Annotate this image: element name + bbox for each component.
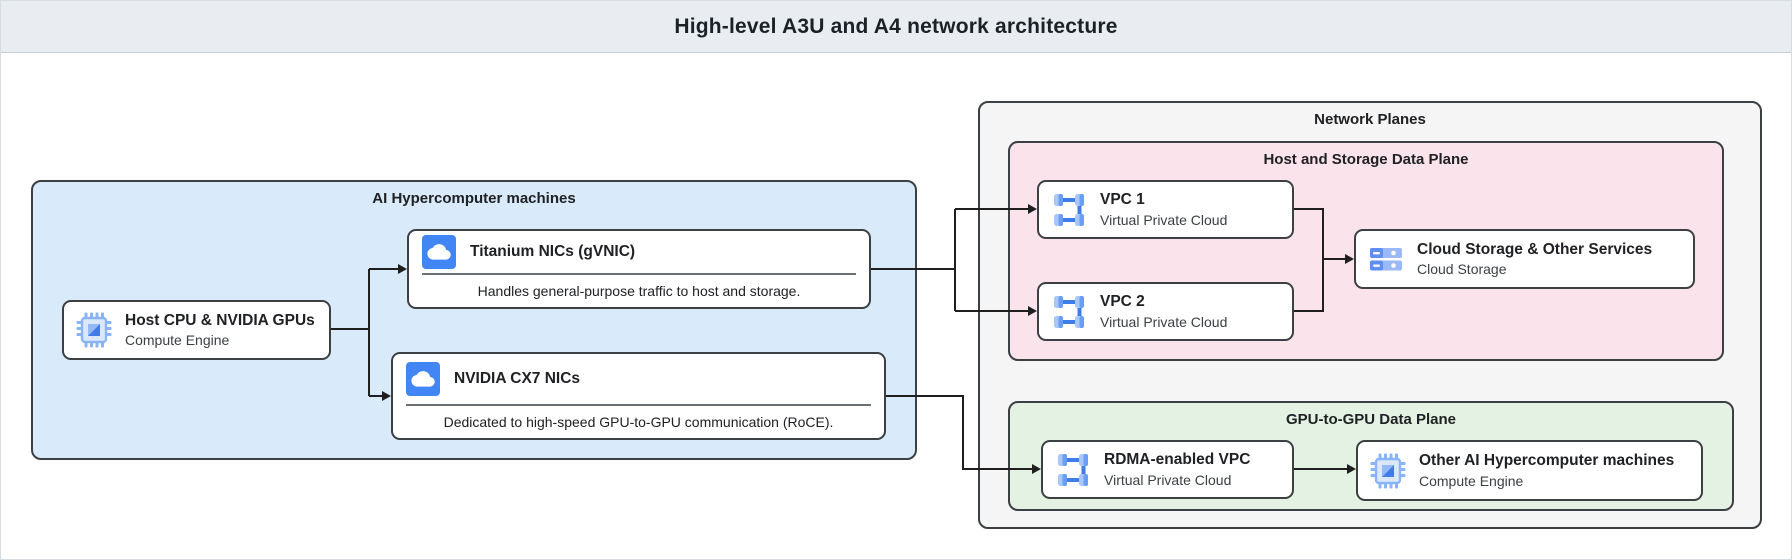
node-title: RDMA-enabled VPC (1104, 451, 1251, 469)
node-vpc-1: VPC 1 Virtual Private Cloud (1037, 180, 1294, 239)
node-subtitle: Cloud Storage (1417, 261, 1507, 278)
node-subtitle: Virtual Private Cloud (1104, 471, 1232, 488)
node-subtitle: Compute Engine (1419, 472, 1524, 489)
node-subtitle: Virtual Private Cloud (1100, 313, 1228, 330)
node-cloud-storage-other-services: Cloud Storage & Other Services Cloud Sto… (1354, 229, 1695, 289)
node-description: Dedicated to high-speed GPU-to-GPU commu… (406, 404, 871, 438)
node-rdma-enabled-vpc: RDMA-enabled VPC Virtual Private Cloud (1041, 440, 1294, 499)
node-title: Cloud Storage & Other Services (1417, 240, 1653, 258)
node-title: VPC 2 (1100, 293, 1145, 311)
compute-engine-icon (1370, 452, 1406, 489)
node-nvidia-cx7-nics: NVIDIA CX7 NICs Dedicated to high-speed … (391, 352, 886, 440)
node-title: Titanium NICs (gVNIC) (470, 243, 636, 261)
cloud-icon (422, 235, 456, 269)
node-host-cpu-nvidia-gpus: Host CPU & NVIDIA GPUs Compute Engine (62, 300, 331, 360)
vpc-icon (1058, 453, 1088, 486)
cloud-storage-icon (1370, 248, 1402, 271)
group-ai-hypercomputer-machines-title: AI Hypercomputer machines (372, 190, 576, 207)
node-subtitle: Compute Engine (125, 332, 230, 349)
node-subtitle: Virtual Private Cloud (1100, 211, 1228, 228)
group-host-storage-data-plane-title: Host and Storage Data Plane (1263, 151, 1469, 168)
node-title: Host CPU & NVIDIA GPUs (125, 311, 315, 329)
group-gpu-to-gpu-data-plane-title: GPU-to-GPU Data Plane (1285, 411, 1457, 428)
node-vpc-2: VPC 2 Virtual Private Cloud (1037, 282, 1294, 341)
vpc-icon (1054, 193, 1084, 226)
page-title: High-level A3U and A4 network architectu… (1, 1, 1791, 53)
compute-engine-icon (76, 312, 112, 348)
node-titanium-nics: Titanium NICs (gVNIC) Handles general-pu… (407, 229, 871, 309)
node-title: Other AI Hypercomputer machines (1419, 452, 1675, 470)
node-description: Handles general-purpose traffic to host … (422, 273, 856, 307)
node-title: VPC 1 (1100, 191, 1145, 209)
node-title: NVIDIA CX7 NICs (454, 370, 581, 388)
group-network-planes-title: Network Planes (1314, 111, 1426, 128)
cloud-icon (406, 362, 440, 396)
vpc-icon (1054, 295, 1084, 328)
node-other-ai-hypercomputer-machines: Other AI Hypercomputer machines Compute … (1356, 440, 1703, 501)
